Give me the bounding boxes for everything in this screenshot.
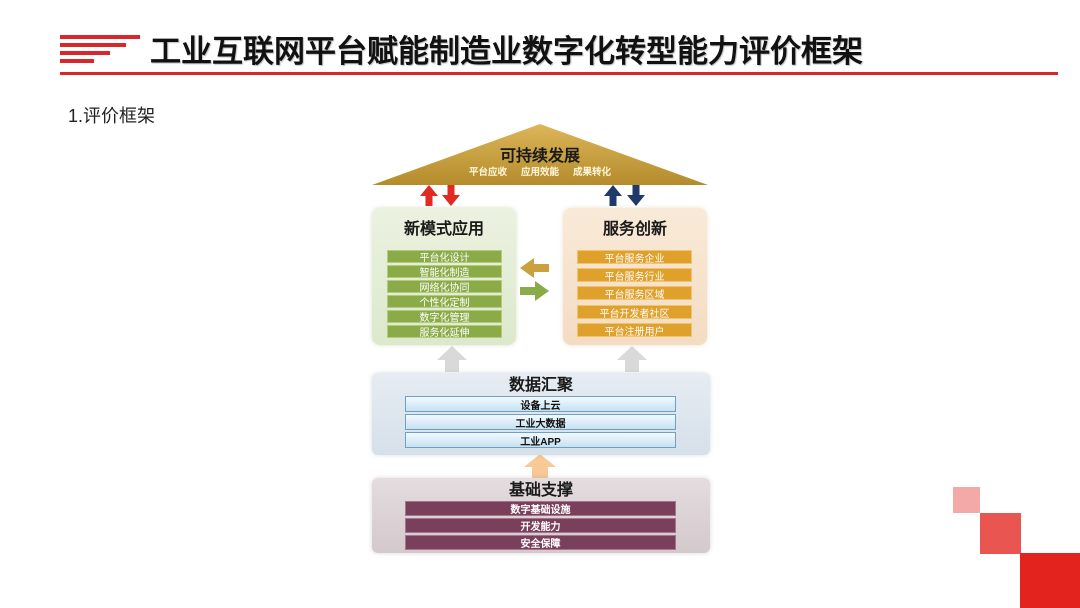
slide-title: 工业互联网平台赋能制造业数字化转型能力评价框架: [150, 34, 863, 69]
list-item: 平台服务企业: [577, 250, 692, 264]
gray-up-arrow-icon: [437, 346, 467, 372]
decorative-square: [1020, 553, 1080, 608]
list-item: 个性化定制: [387, 295, 502, 308]
foundation-support-box: 基础支撑 数字基础设施 开发能力 安全保障: [372, 478, 710, 553]
roof-title: 可持续发展: [499, 148, 580, 165]
roof-subtitle: 平台应收 应用效能 成果转化: [372, 166, 708, 180]
navy-up-arrow-icon: [604, 185, 622, 206]
list-item: 平台注册用户: [577, 323, 692, 337]
peach-up-arrow-icon: [524, 454, 556, 478]
list-item: 网络化协同: [387, 280, 502, 293]
navy-down-arrow-icon: [627, 185, 645, 206]
list-item: 平台服务区域: [577, 286, 692, 300]
roof-subtitle-item: 平台应收: [468, 167, 507, 178]
roof-subtitle-item: 成果转化: [573, 167, 612, 178]
list-item: 平台服务行业: [577, 268, 692, 282]
new-mode-application-box: 新模式应用 平台化设计 智能化制造 网络化协同 个性化定制 数字化管理 服务化延…: [372, 208, 516, 345]
box-title: 数据汇聚: [508, 377, 573, 394]
list-item: 工业APP: [405, 432, 676, 448]
roof-subtitle-item: 应用效能: [520, 167, 559, 178]
red-up-arrow-icon: [420, 185, 438, 206]
box-title: 基础支撑: [508, 482, 573, 499]
list-item: 安全保障: [405, 535, 676, 550]
list-item: 数字化管理: [387, 310, 502, 323]
left-arrow-icon: [520, 258, 549, 278]
list-item: 服务化延伸: [387, 325, 502, 338]
red-stripes-logo: [60, 35, 140, 63]
decorative-square: [953, 487, 980, 513]
decorative-square: [980, 513, 1021, 554]
service-innovation-box: 服务创新 平台服务企业 平台服务行业 平台服务区域 平台开发者社区 平台注册用户: [563, 208, 707, 345]
list-item: 设备上云: [405, 396, 676, 412]
list-item: 智能化制造: [387, 265, 502, 278]
list-item: 工业大数据: [405, 414, 676, 430]
red-down-arrow-icon: [442, 185, 460, 206]
right-arrow-icon: [520, 281, 549, 301]
box-title: 新模式应用: [403, 221, 484, 238]
list-item: 平台开发者社区: [577, 305, 692, 319]
data-aggregation-box: 数据汇聚 设备上云 工业大数据 工业APP: [372, 373, 710, 455]
section-heading: 1.评价框架: [68, 106, 156, 126]
box-title: 服务创新: [602, 221, 667, 238]
gray-up-arrow-icon: [617, 346, 647, 372]
title-underline: [60, 72, 1058, 75]
list-item: 数字基础设施: [405, 501, 676, 516]
list-item: 开发能力: [405, 518, 676, 533]
list-item: 平台化设计: [387, 250, 502, 263]
